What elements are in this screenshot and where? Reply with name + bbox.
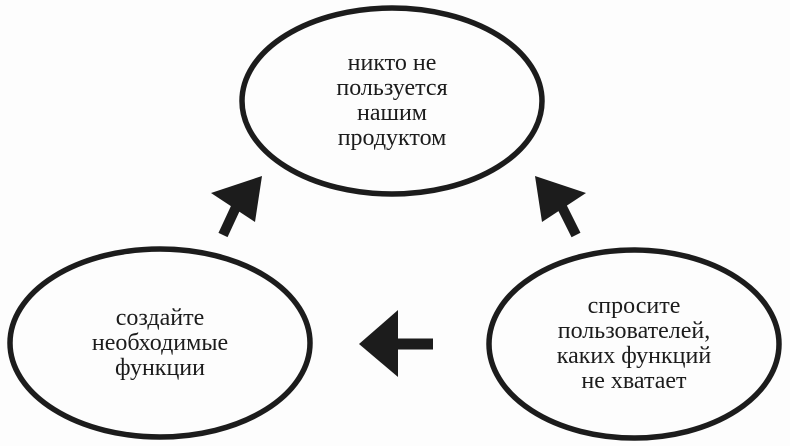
- arrow-bottomright-to-bottomleft: [359, 310, 433, 377]
- node-ellipse-bottom-right: [486, 247, 782, 441]
- arrow-bottomright-to-top: [535, 176, 586, 238]
- node-ellipse-top: [239, 5, 545, 197]
- node-ellipse-bottom-left: [7, 246, 313, 440]
- arrow-bottomleft-to-top: [211, 176, 262, 238]
